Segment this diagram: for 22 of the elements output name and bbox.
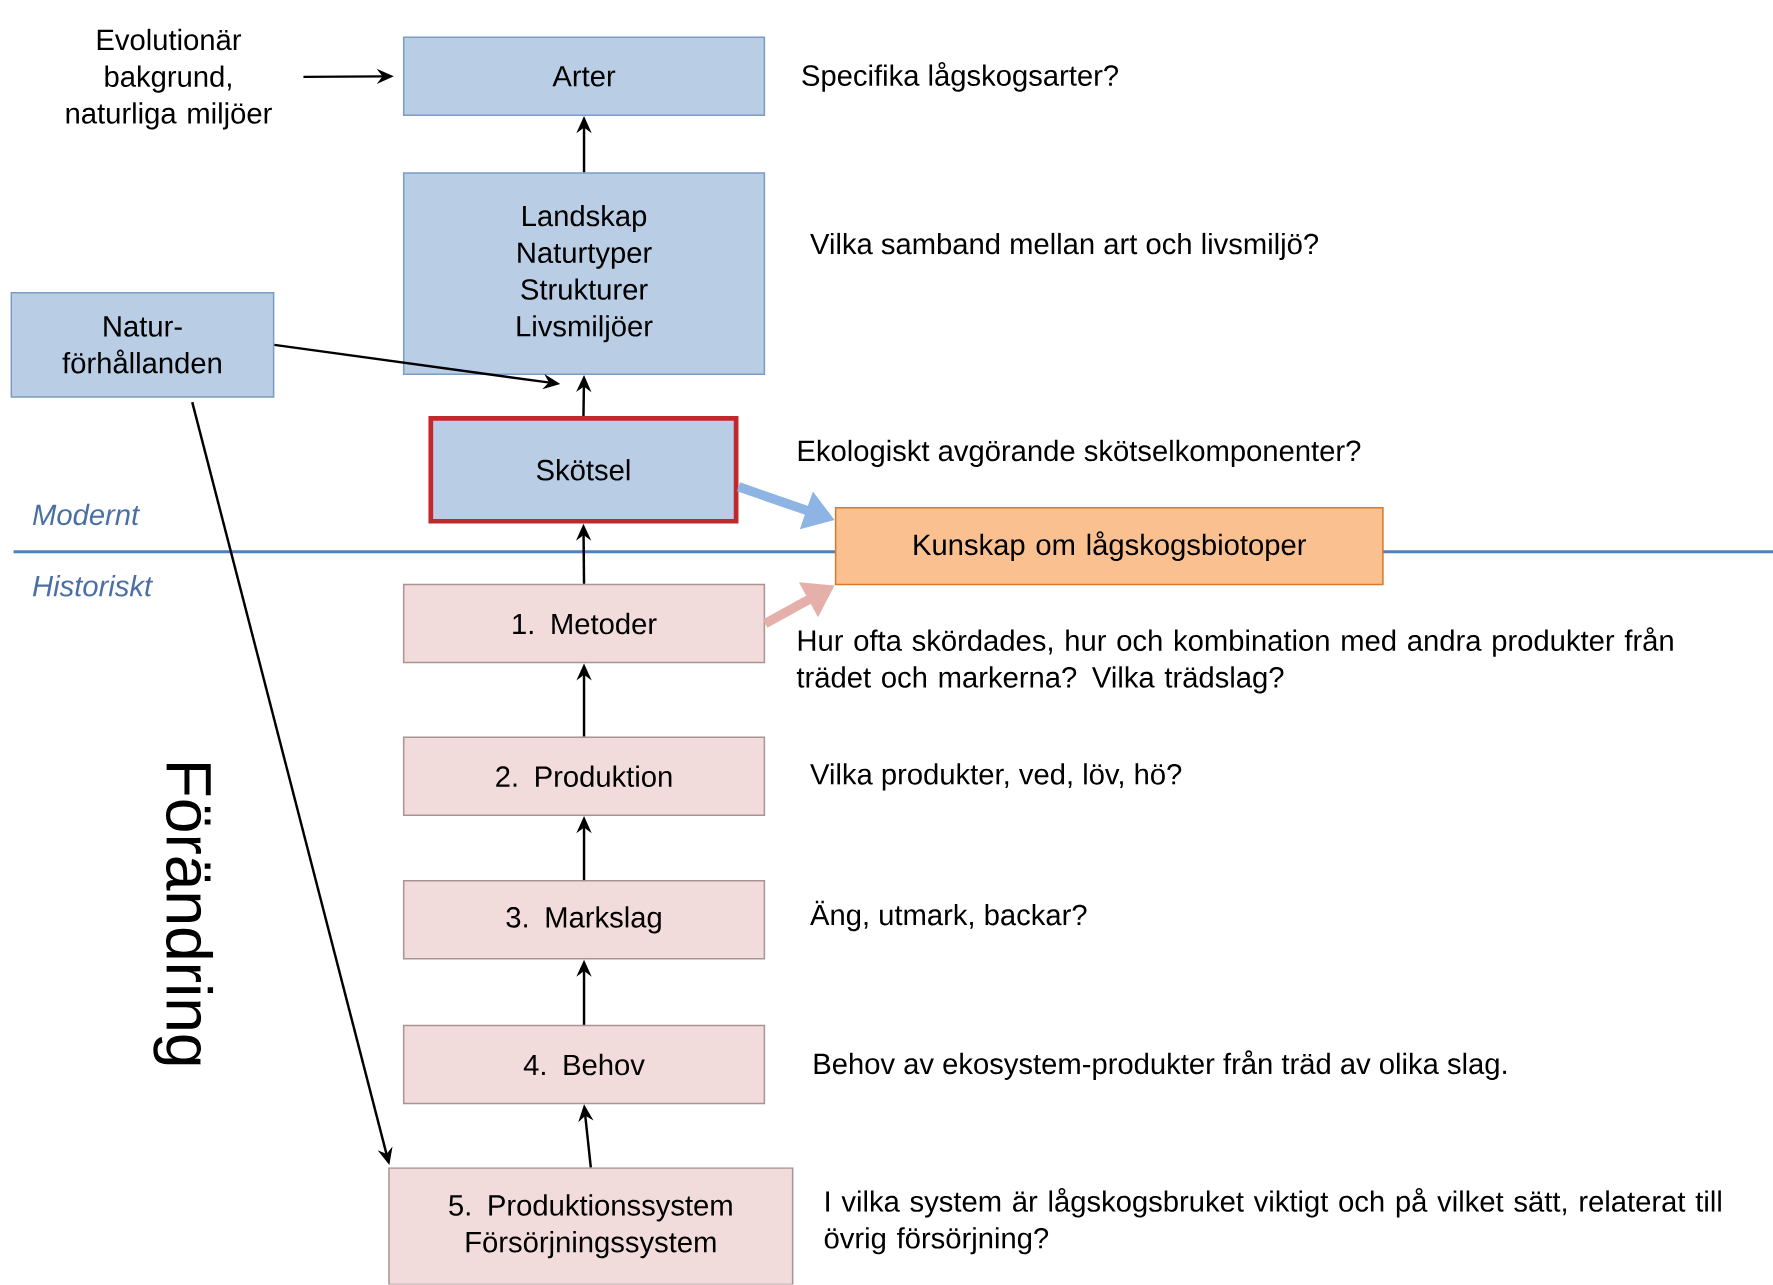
question-text: Behov av ekosystem-produkter från träd av olika slag. [814,1050,1506,1081]
process-box: Natur- förhållanden [10,292,275,398]
highlighted-box: Skötsel [428,416,739,524]
process-box: 2. Produktion [402,736,766,817]
period-label: Historiskt [32,575,154,597]
question-text: Äng, utmark, backar? [810,900,1087,932]
result-box: Kunskap om lågskogsbiotoper [834,507,1384,586]
process-box: Landskap Naturtyper Strukturer Livsmiljöer [402,172,766,376]
note-text: Evolutionär bakgrund, naturliga miljöer [66,29,272,130]
process-box: Arter [402,36,766,117]
axis-title: Förändring [153,764,214,1065]
question-text: I vilka system är lågskogsbruket viktigt och på vilket sätt, relaterat till övrig försörjning? [824,1188,1721,1255]
question-text: Ekologiskt avgörande skötselkomponenter? [798,440,1361,468]
process-box: 5. Produktionssystem Försörjningssystem [388,1167,794,1285]
question-text: Vilka samband mellan art och livsmiljö? [810,233,1319,261]
process-box: 1. Metoder [402,584,766,664]
question-text: Vilka produkter, ved, löv, hö? [810,763,1182,791]
process-box: 4. Behov [402,1025,766,1105]
question-text: Hur ofta skördades, hur och kombination med andra produkter från trädet och markerna? Vilka trädslag? [796,627,1673,694]
period-label: Modernt [32,504,141,526]
process-box: 3. Markslag [402,880,766,960]
question-text: Specifika lågskogsarter? [802,62,1119,92]
